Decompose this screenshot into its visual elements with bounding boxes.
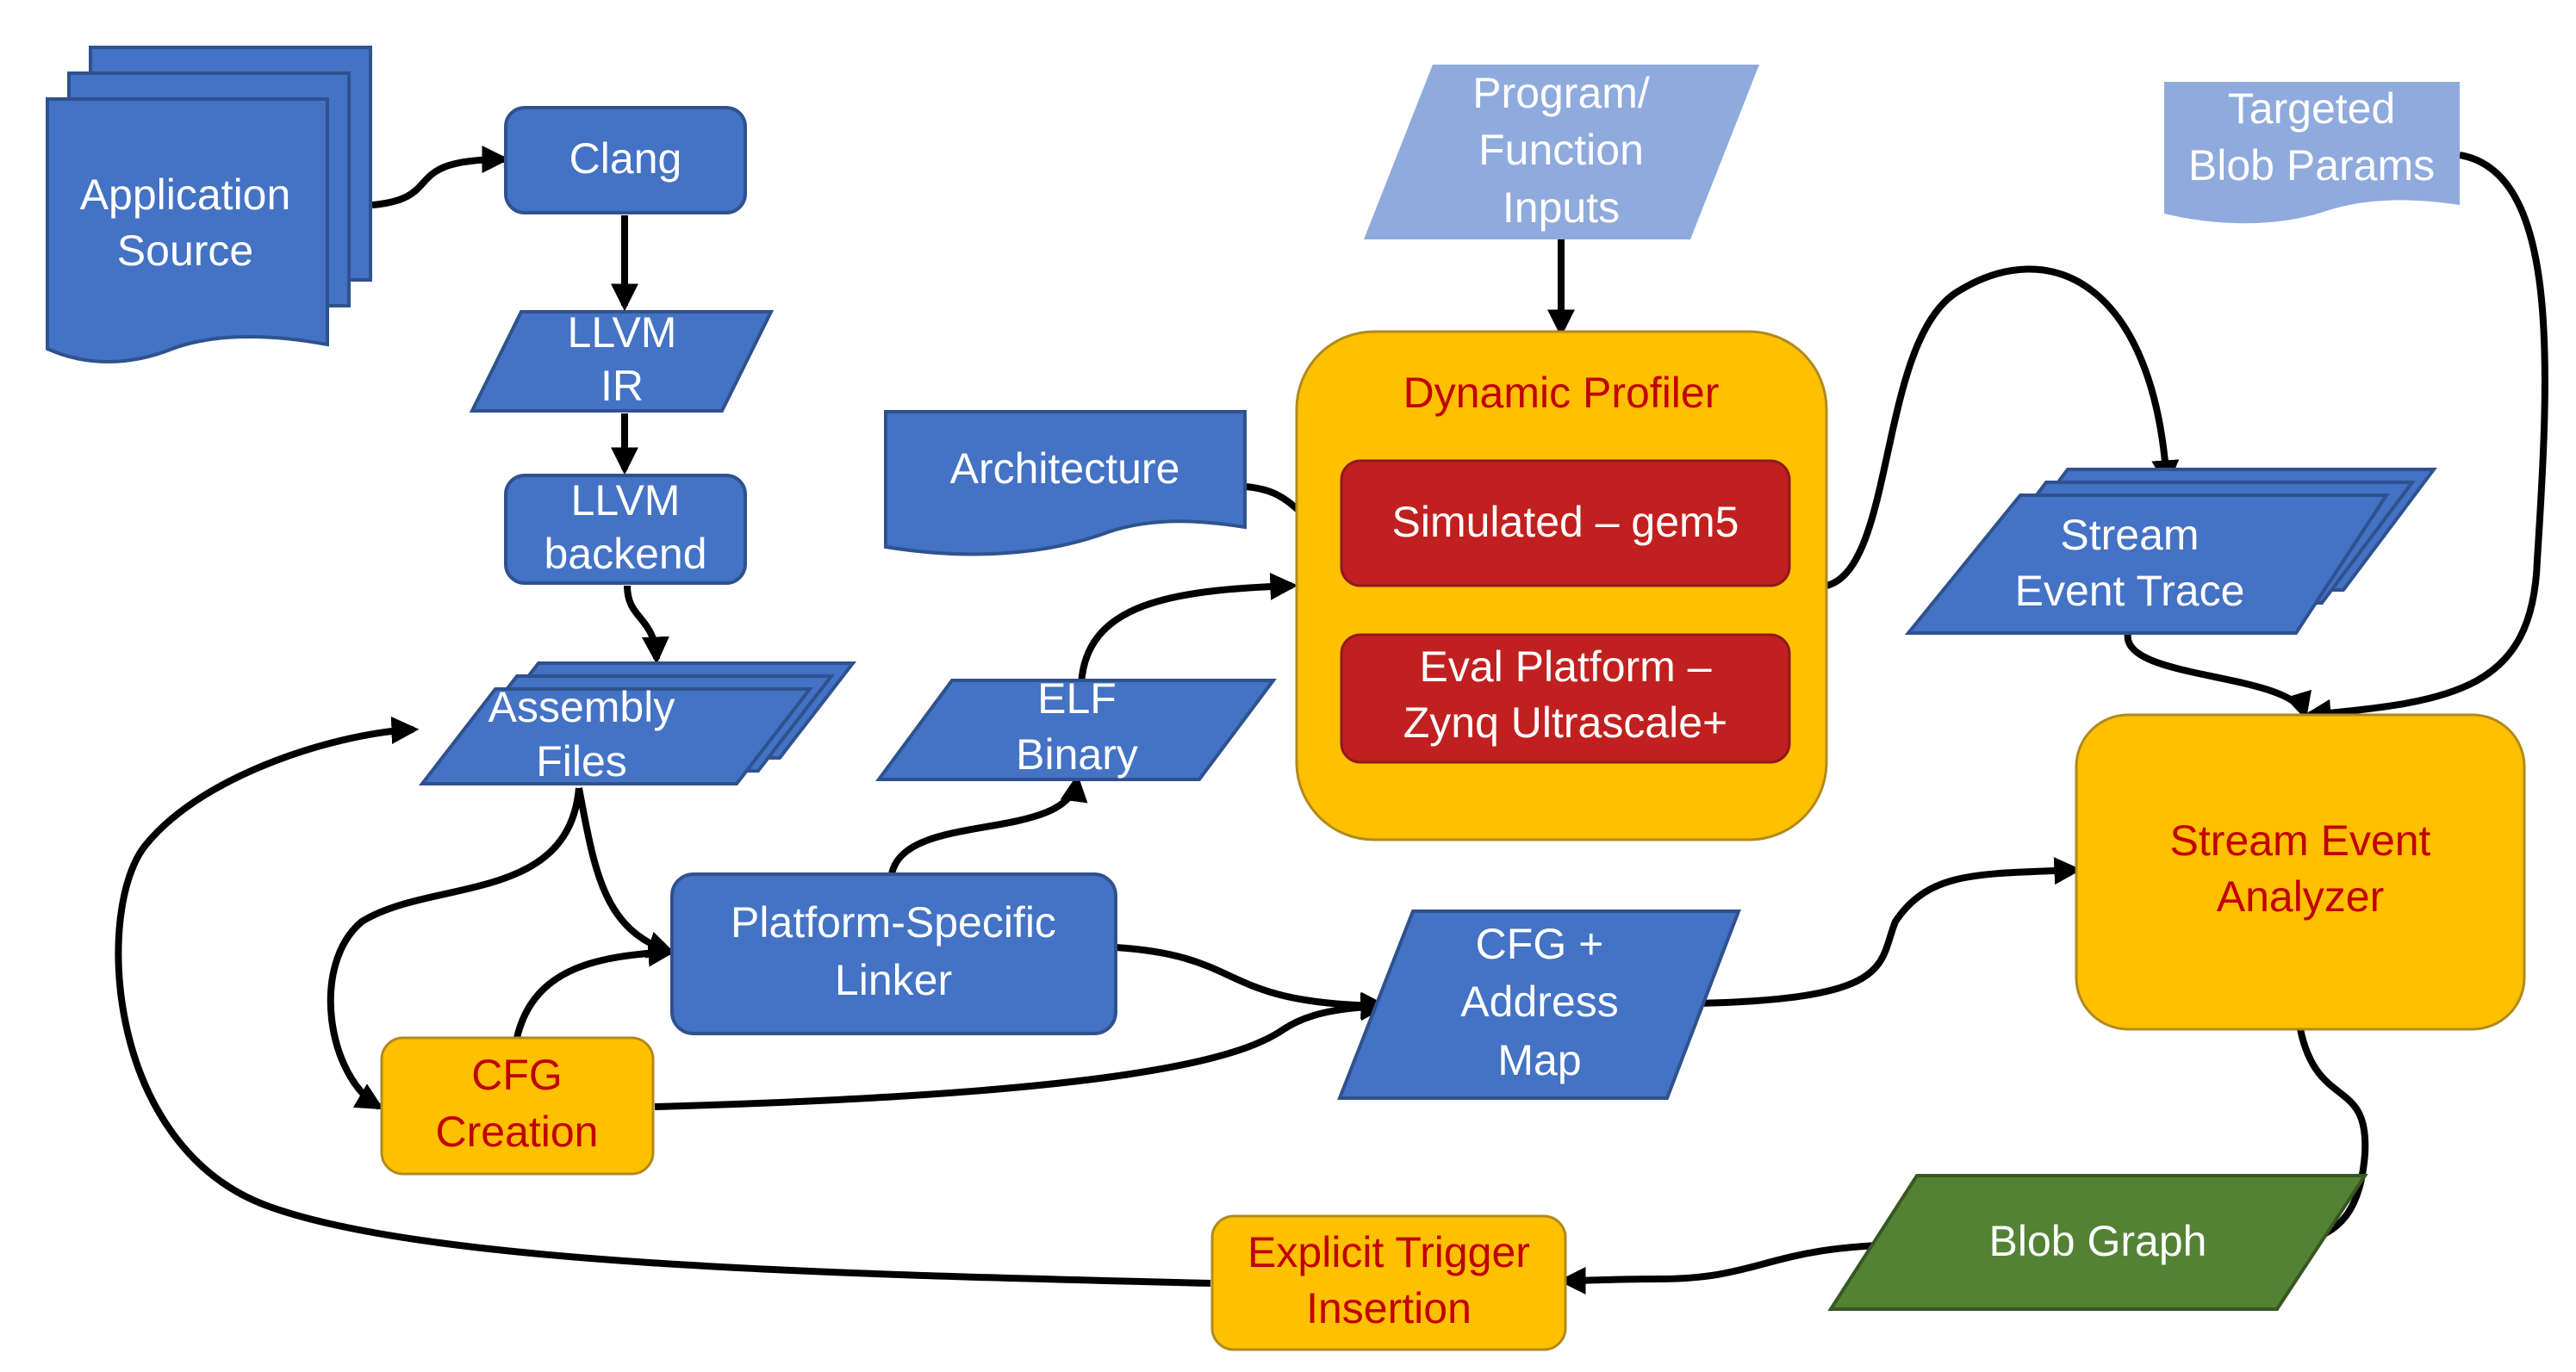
elf-binary-line1: ELF bbox=[1037, 674, 1117, 723]
stream-event-trace-line1: Stream bbox=[2060, 511, 2199, 559]
stream-trace-stack-front bbox=[1904, 494, 2390, 635]
platform-linker-line2: Linker bbox=[835, 956, 952, 1004]
edge-assembly-to-linker bbox=[576, 787, 676, 959]
program-inputs-line3: Inputs bbox=[1503, 183, 1620, 232]
application-source-line1: Application bbox=[80, 171, 291, 219]
llvm-backend-node: LLVM backend bbox=[504, 474, 747, 585]
llvm-backend-line2: backend bbox=[544, 530, 706, 578]
dynamic-profiler-node: Dynamic Profiler Simulated – gem5 Eval P… bbox=[1295, 330, 1828, 841]
blob-graph-shape bbox=[1827, 1174, 2368, 1311]
architecture-node: Architecture bbox=[884, 410, 1247, 556]
edge-cfg-creation-to-linker bbox=[513, 939, 676, 1039]
targeted-blob-params-line2: Blob Params bbox=[2188, 141, 2435, 189]
assembly-files-line1: Assembly bbox=[488, 683, 675, 731]
eval-platform-line1: Eval Platform – bbox=[1419, 643, 1711, 691]
elf-binary-node: ELF Binary bbox=[875, 674, 1277, 781]
edge-trace-to-analyzer bbox=[2124, 632, 2312, 721]
clang-label: Clang bbox=[569, 134, 682, 183]
edge-elf-to-profiler bbox=[1078, 572, 1298, 686]
doc-stack-front bbox=[46, 97, 329, 363]
cfg-creation-box bbox=[380, 1036, 655, 1176]
explicit-trigger-node: Explicit Trigger Insertion bbox=[1210, 1214, 1567, 1351]
program-inputs-line1: Program/ bbox=[1472, 69, 1650, 117]
application-source-line2: Source bbox=[117, 227, 253, 275]
edge-profiler-to-trace bbox=[1825, 265, 2180, 589]
clang-node: Clang bbox=[504, 106, 747, 214]
program-inputs-node: Program/ Function Inputs bbox=[1364, 65, 1759, 239]
simulated-gem5-label: Simulated – gem5 bbox=[1391, 498, 1739, 546]
cfg-creation-line2: Creation bbox=[436, 1108, 599, 1156]
eval-platform-box bbox=[1340, 633, 1791, 764]
stream-event-analyzer-node: Stream Event Analyzer bbox=[2075, 713, 2526, 1031]
elf-binary-line2: Binary bbox=[1016, 730, 1138, 779]
cfg-address-map-line2: Address bbox=[1460, 978, 1618, 1026]
cfg-address-map-line3: Map bbox=[1497, 1036, 1581, 1084]
platform-linker-box bbox=[670, 872, 1117, 1035]
llvm-backend-box bbox=[504, 474, 747, 585]
targeted-blob-params-line1: Targeted bbox=[2228, 84, 2396, 133]
simulated-gem5-box bbox=[1340, 459, 1791, 587]
edge-cfg-creation-to-map bbox=[654, 993, 1389, 1110]
llvm-ir-shape bbox=[469, 310, 775, 413]
stream-event-analyzer-line2: Analyzer bbox=[2217, 872, 2385, 921]
targeted-blob-params-node: Targeted Blob Params bbox=[2164, 82, 2460, 224]
edge-trigger-to-assembly bbox=[115, 716, 1211, 1287]
program-inputs-line2: Function bbox=[1478, 126, 1644, 174]
application-source-node: Application Source bbox=[46, 46, 372, 363]
explicit-trigger-line1: Explicit Trigger bbox=[1248, 1228, 1530, 1276]
architecture-shape bbox=[884, 410, 1247, 556]
dynamic-profiler-label: Dynamic Profiler bbox=[1403, 369, 1720, 417]
program-inputs-shape bbox=[1364, 65, 1759, 239]
assembly-files-line2: Files bbox=[536, 737, 627, 785]
llvm-ir-line1: LLVM bbox=[568, 308, 677, 357]
blob-graph-label: Blob Graph bbox=[1989, 1217, 2207, 1265]
assembly-stack-front bbox=[418, 687, 814, 785]
platform-linker-line1: Platform-Specific bbox=[731, 898, 1056, 947]
eval-platform-line2: Zynq Ultrascale+ bbox=[1403, 698, 1728, 747]
edge-map-to-analyzer bbox=[1696, 857, 2082, 1007]
clang-box bbox=[504, 106, 747, 214]
edge-linker-to-elf bbox=[888, 773, 1088, 876]
assembly-files-node: Assembly Files bbox=[418, 661, 857, 785]
edge-params-to-analyzer bbox=[2303, 152, 2548, 727]
targeted-blob-params-shape bbox=[2164, 82, 2460, 224]
edges bbox=[115, 146, 2548, 1294]
stream-event-analyzer-box bbox=[2075, 713, 2526, 1031]
llvm-ir-node: LLVM IR bbox=[469, 308, 775, 413]
cfg-address-map-line1: CFG + bbox=[1476, 920, 1604, 968]
llvm-ir-line2: IR bbox=[600, 362, 644, 410]
cfg-address-map-shape bbox=[1337, 909, 1741, 1100]
edge-blob-graph-to-trigger bbox=[1558, 1241, 1918, 1294]
edge-backend-to-assembly bbox=[624, 585, 669, 665]
cfg-creation-node: CFG Creation bbox=[380, 1036, 655, 1176]
stream-event-trace-line2: Event Trace bbox=[2015, 567, 2245, 615]
edge-source-to-clang bbox=[371, 146, 510, 208]
architecture-label: Architecture bbox=[950, 444, 1180, 493]
elf-binary-shape bbox=[875, 679, 1277, 781]
stream-event-analyzer-line1: Stream Event bbox=[2170, 816, 2431, 865]
cfg-creation-line1: CFG bbox=[471, 1051, 563, 1099]
blob-graph-node: Blob Graph bbox=[1827, 1174, 2368, 1311]
edge-assembly-to-cfg-creation bbox=[327, 787, 582, 1110]
explicit-trigger-line2: Insertion bbox=[1306, 1284, 1472, 1332]
edge-linker-to-map bbox=[1115, 944, 1389, 1020]
stream-event-trace-node: Stream Event Trace bbox=[1904, 468, 2437, 635]
explicit-trigger-box bbox=[1210, 1214, 1567, 1351]
cfg-address-map-node: CFG + Address Map bbox=[1337, 909, 1741, 1100]
platform-linker-node: Platform-Specific Linker bbox=[670, 872, 1117, 1035]
llvm-backend-line1: LLVM bbox=[571, 476, 681, 525]
